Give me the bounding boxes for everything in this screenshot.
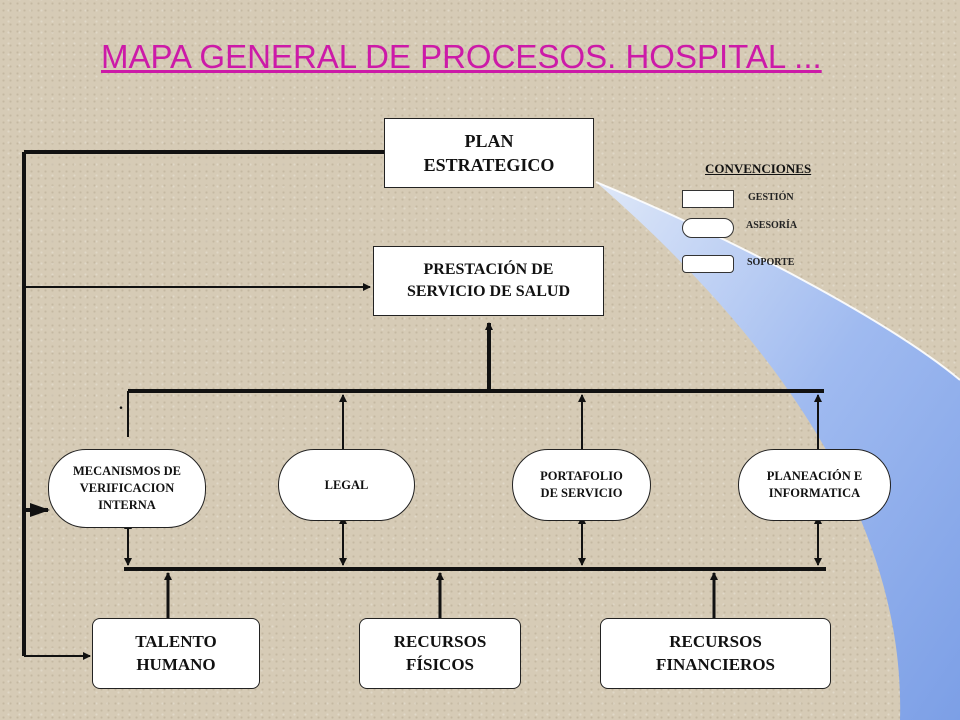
portafolio-servicio-box: PORTAFOLIO DE SERVICIO [512,449,651,521]
talento-humano-label: TALENTO HUMANO [135,631,217,674]
recursos-fisicos-label: RECURSOS FÍSICOS [393,631,487,674]
plan-estrategico-box: PLAN ESTRATEGICO [384,118,594,188]
legend-asesoria-label: ASESORÍA [746,220,798,231]
recursos-financieros-label: RECURSOS FINANCIEROS [655,631,776,674]
legal-label: LEGAL [324,477,369,492]
stray-dot: . [119,396,123,413]
legend-title: CONVENCIONES [705,161,812,176]
legend-soporte-swatch [682,255,734,273]
legend-gestion-swatch [682,190,734,208]
legend-soporte-label: SOPORTE [747,257,795,268]
mecanismos-verificacion-box: MECANISMOS DE VERIFICACION INTERNA [48,449,206,528]
recursos-financieros-box: RECURSOS FINANCIEROS [600,618,831,689]
prestacion-servicio-box: PRESTACIÓN DE SERVICIO DE SALUD [373,246,604,316]
legal-box: LEGAL [278,449,415,521]
talento-humano-box: TALENTO HUMANO [92,618,260,689]
page-title: MAPA GENERAL DE PROCESOS. HOSPITAL ... [101,38,822,75]
planeacion-informatica-box: PLANEACIÓN E INFORMATICA [738,449,891,521]
legend-asesoria-swatch [682,218,734,238]
prestacion-servicio-label: PRESTACIÓN DE SERVICIO DE SALUD [406,261,571,300]
recursos-fisicos-box: RECURSOS FÍSICOS [359,618,521,689]
legend-gestion-label: GESTIÓN [748,192,794,203]
planeacion-informatica-label: PLANEACIÓN E INFORMATICA [766,469,863,500]
mecanismos-verificacion-label: MECANISMOS DE VERIFICACION INTERNA [73,464,181,512]
portafolio-servicio-label: PORTAFOLIO DE SERVICIO [540,469,623,500]
plan-estrategico-label: PLAN ESTRATEGICO [423,130,555,175]
